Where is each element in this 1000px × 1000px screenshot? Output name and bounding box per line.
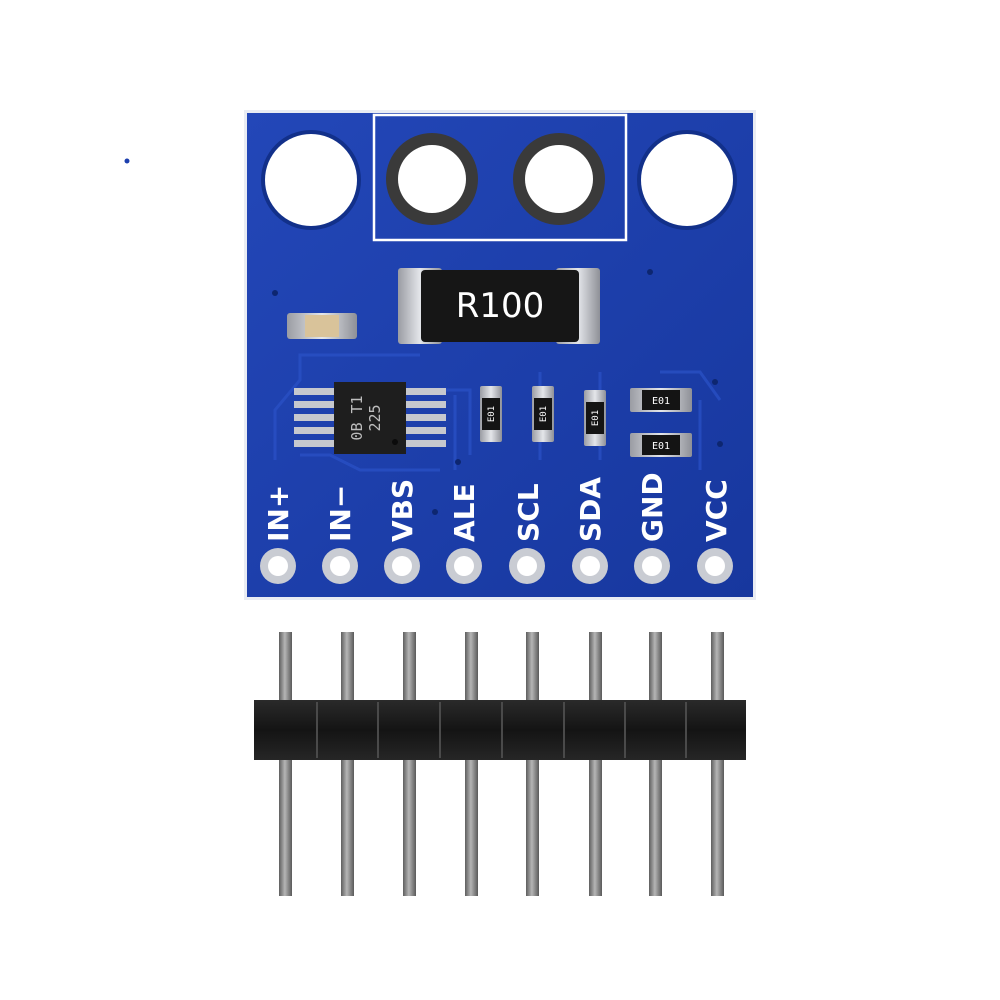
resistor-horizontal-2: E01 — [630, 433, 692, 457]
ic-marking-line1: 0B T1 — [348, 395, 366, 440]
resistor-vertical-3: E01 — [584, 390, 606, 446]
header-pins — [279, 632, 724, 896]
ic-chip: 0B T1 225 — [294, 382, 446, 454]
pin-pad-1 — [260, 548, 296, 584]
resistor-horizontal-2-label: E01 — [652, 441, 670, 452]
terminal-outline — [372, 113, 628, 242]
terminal-hole-left — [386, 133, 478, 225]
pin-pad-5 — [509, 548, 545, 584]
shunt-resistor-label: R100 — [456, 286, 545, 326]
vias — [272, 269, 723, 515]
resistor-vertical-2: E01 — [532, 386, 554, 442]
pin-label-scl: SCL — [512, 483, 545, 542]
resistor-horizontal-1: E01 — [630, 388, 692, 412]
pin-label-gnd: GND — [636, 472, 669, 542]
pin-pad-4 — [446, 548, 482, 584]
stray-dot — [124, 158, 130, 164]
pin-pad-2 — [322, 548, 358, 584]
resistor-vertical-1: E01 — [480, 386, 502, 442]
pin-label-ale: ALE — [448, 483, 481, 542]
resistor-horizontal-1-label: E01 — [652, 396, 670, 407]
pin-label-vcc: VCC — [700, 479, 733, 542]
pin-pad-3 — [384, 548, 420, 584]
pin-label-in-minus: IN− — [324, 485, 357, 542]
pin-pad-6 — [572, 548, 608, 584]
pin-pad-7 — [634, 548, 670, 584]
resistor-vertical-1-label: E01 — [487, 406, 497, 422]
shunt-resistor: R100 — [398, 268, 600, 344]
mounting-hole-left — [261, 130, 361, 230]
ic-marking-line2: 225 — [366, 404, 384, 431]
pin-label-sda: SDA — [574, 477, 607, 542]
pin-pad-8 — [697, 548, 733, 584]
pin-label-in-plus: IN+ — [262, 485, 295, 542]
pin-label-vbs: VBS — [386, 479, 419, 542]
pin-pads — [260, 548, 733, 584]
mounting-hole-right — [637, 130, 737, 230]
pin-header-plastic — [254, 700, 746, 760]
capacitor — [287, 313, 357, 339]
resistor-vertical-3-label: E01 — [591, 410, 601, 426]
pin-labels: IN+ IN− VBS ALE SCL SDA GND VCC — [262, 472, 733, 542]
terminal-hole-right — [513, 133, 605, 225]
pcb-traces — [273, 353, 722, 472]
resistor-vertical-2-label: E01 — [539, 406, 549, 422]
